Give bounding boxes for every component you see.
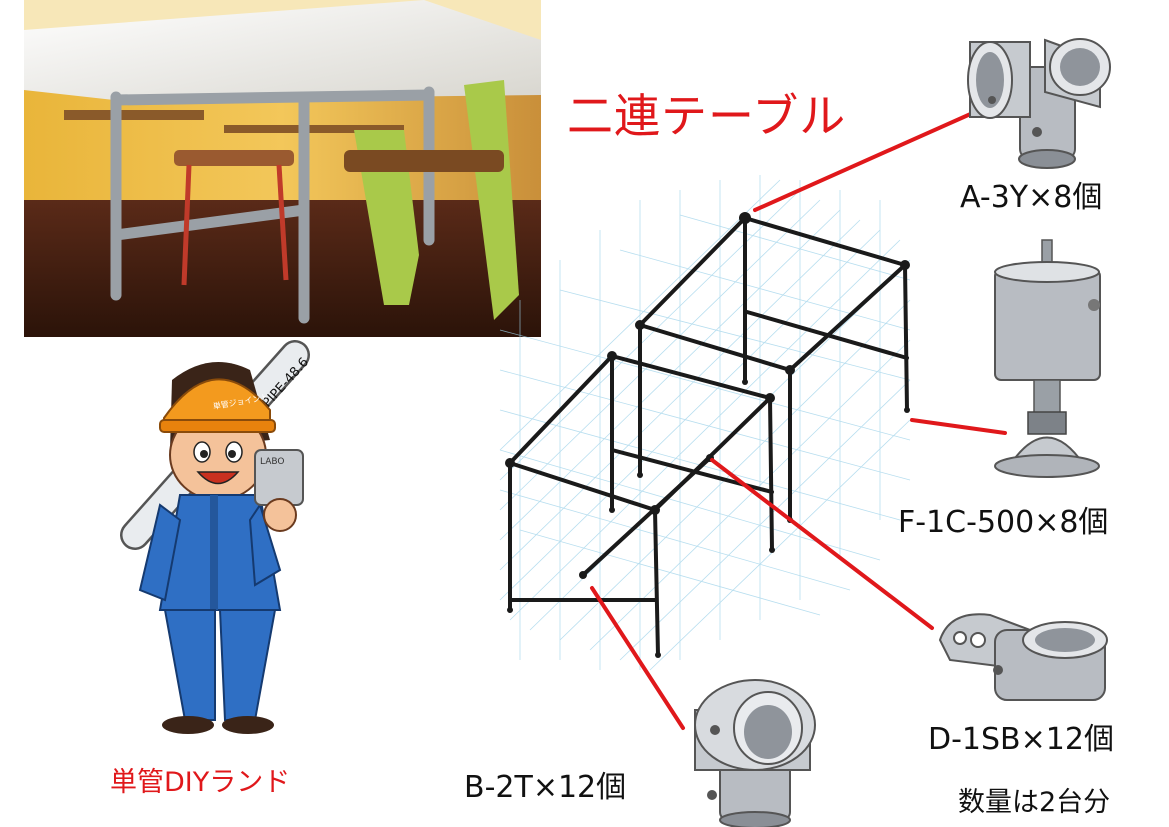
pipe-frame: [508, 216, 909, 657]
part-b-t-joint: [694, 679, 816, 827]
mascot-worker: PIPE-48.6 単管ジョイント LABO: [120, 340, 312, 734]
label-part-f: F-1C-500×8個: [898, 505, 1109, 540]
diagram-title: 二連テーブル: [567, 89, 847, 143]
photo-scene: [24, 0, 541, 337]
part-f-adjustable-foot: [994, 239, 1101, 478]
part-a-3y-joint: [967, 38, 1111, 169]
label-part-b: B-2T×12個: [464, 770, 627, 805]
label-part-a: A-3Y×8個: [960, 180, 1103, 215]
brand-name: 単管DIYランド: [110, 767, 291, 798]
quantity-note: 数量は2台分: [958, 787, 1111, 818]
frame-joints: [505, 212, 910, 658]
iso-grid: [499, 175, 911, 671]
table-photo: [24, 0, 541, 337]
leader-lines: [590, 110, 1007, 730]
label-part-d: D-1SB×12個: [928, 722, 1114, 757]
mascot-part-text: LABO: [260, 457, 284, 467]
part-d-side-bracket: [938, 613, 1108, 701]
